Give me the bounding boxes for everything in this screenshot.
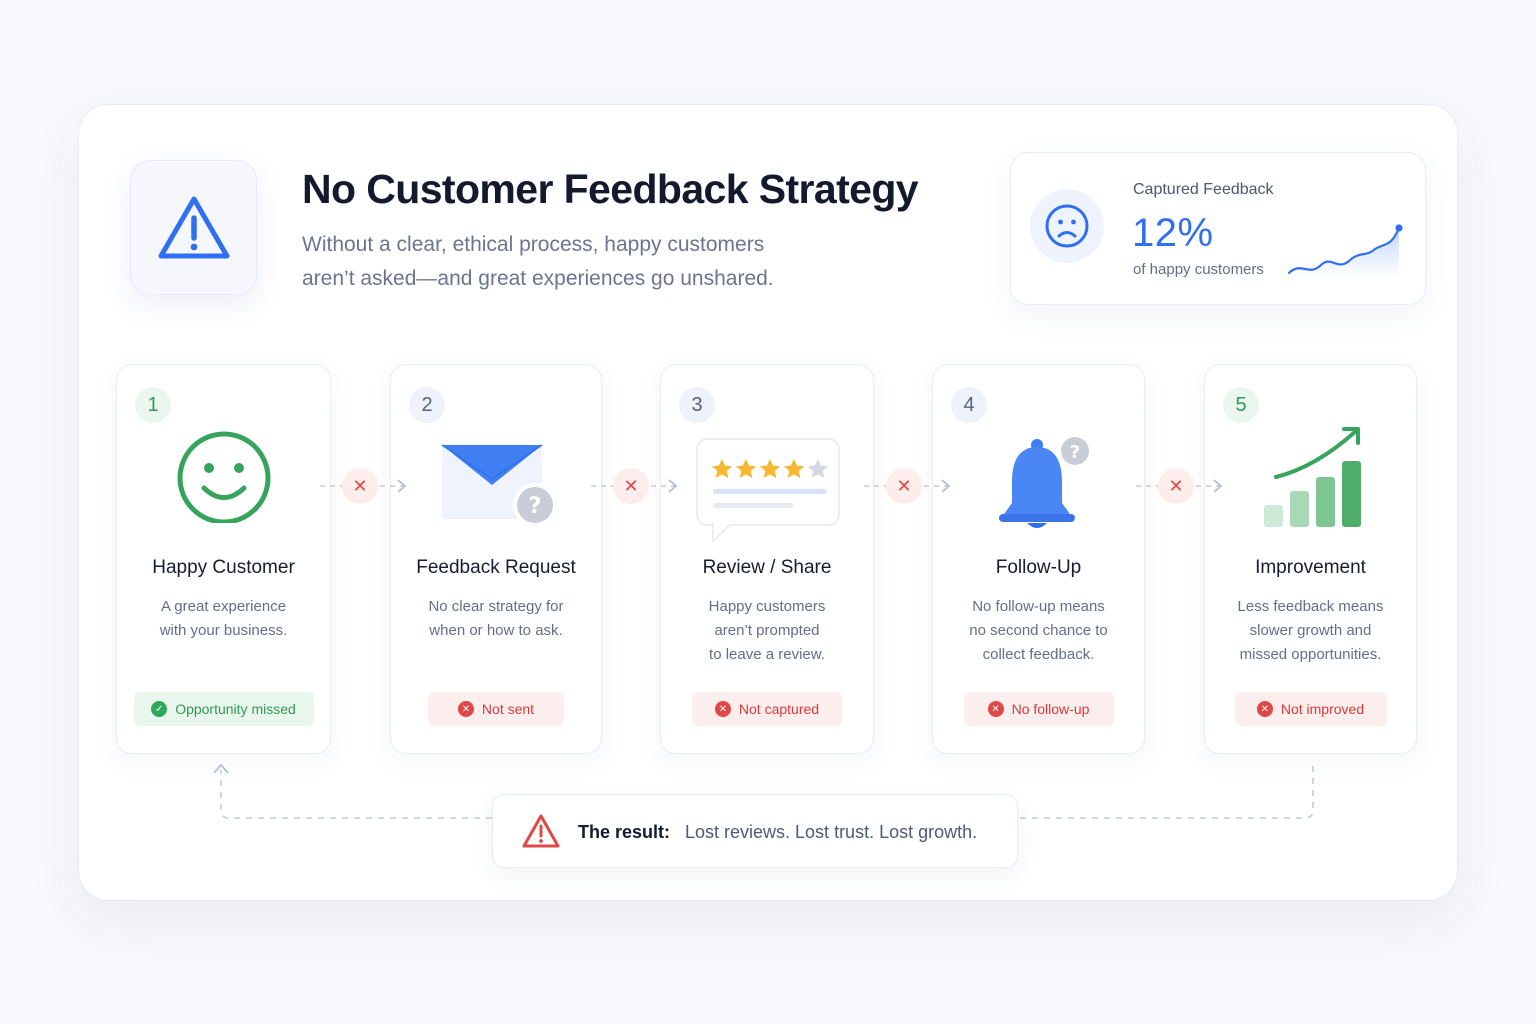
subtitle-line: Without a clear, ethical process, happy … (302, 233, 765, 256)
subtitle-line: aren’t asked—and great experiences go un… (302, 267, 774, 290)
blocked-connector: ✕ (318, 466, 410, 506)
x-circle-icon: ✕ (987, 701, 1004, 717)
page-subtitle: Without a clear, ethical process, happy … (302, 228, 862, 296)
step-card-review-share: 3 Review / Share Happy customers aren’t … (660, 364, 874, 754)
envelope-question-icon: ? (441, 444, 557, 523)
step-number: 3 (679, 387, 715, 423)
review-stars-icon (696, 438, 840, 543)
page-title: No Customer Feedback Strategy (302, 166, 919, 212)
x-circle-icon: ✕ (714, 701, 731, 717)
step-title: Review / Share (702, 557, 832, 578)
step-card-feedback-request: 2 ? Feedback Request No clear strategy f… (390, 364, 602, 754)
step-title: Happy Customer (152, 557, 295, 578)
warning-tile (130, 160, 257, 295)
step-number: 5 (1223, 387, 1259, 423)
result-card: The result: Lost reviews. Lost trust. Lo… (492, 794, 1018, 868)
svg-text:?: ? (529, 494, 542, 519)
growth-chart-icon (1263, 427, 1361, 527)
sad-face-icon (1045, 204, 1089, 248)
result-text: Lost reviews. Lost trust. Lost growth. (685, 822, 978, 842)
trend-sparkline (1287, 224, 1403, 277)
x-icon: ✕ (342, 468, 378, 504)
step-number: 2 (409, 387, 445, 423)
step-title: Follow-Up (995, 557, 1082, 578)
step-card-improvement: 5 Improvement Less feedback means slower… (1204, 364, 1417, 754)
x-icon: ✕ (1158, 468, 1194, 504)
status-badge: ✕ Not captured (692, 692, 842, 726)
step-title: Feedback Request (416, 557, 576, 578)
result-label: The result: (578, 822, 671, 842)
svg-text:?: ? (1069, 442, 1079, 463)
blocked-connector: ✕ (589, 466, 681, 506)
x-icon: ✕ (886, 468, 922, 504)
smiley-icon (177, 431, 270, 523)
check-icon: ✓ (151, 701, 168, 717)
step-title: Improvement (1255, 557, 1366, 578)
step-description: Happy customers aren’t prompted to leave… (708, 598, 826, 663)
stat-face-badge (1030, 189, 1104, 263)
x-icon: ✕ (613, 468, 649, 504)
blocked-connector: ✕ (1134, 466, 1226, 506)
status-badge: ✕ Not sent (428, 692, 564, 726)
step-description: Less feedback means slower growth and mi… (1237, 598, 1384, 663)
step-number: 4 (951, 387, 987, 423)
step-description: No follow-up means no second chance to c… (969, 598, 1108, 663)
warning-icon (158, 196, 229, 258)
alert-triangle-icon (522, 814, 560, 848)
step-number: 1 (135, 387, 171, 423)
x-circle-icon: ✕ (457, 701, 474, 717)
status-badge: ✓ Opportunity missed (133, 692, 314, 726)
x-circle-icon: ✕ (1256, 701, 1273, 717)
blocked-connector: ✕ (862, 466, 954, 506)
stat-caption: of happy customers (1133, 261, 1264, 278)
step-description: No clear strategy for when or how to ask… (428, 598, 564, 639)
step-card-follow-up: 4 ? Follow-Up No follow-up means no seco… (932, 364, 1145, 754)
status-badge: ✕ No follow-up (963, 692, 1114, 726)
captured-feedback-card: Captured Feedback 12% of happy customers (1010, 152, 1426, 305)
stat-label: Captured Feedback (1133, 181, 1274, 198)
bell-question-icon: ? (998, 434, 1092, 528)
status-badge: ✕ Not improved (1234, 692, 1387, 726)
step-description: A great experience with your business. (159, 598, 288, 639)
stat-value: 12% (1132, 211, 1214, 255)
step-card-happy-customer: 1 Happy Customer A great experience with… (116, 364, 331, 754)
